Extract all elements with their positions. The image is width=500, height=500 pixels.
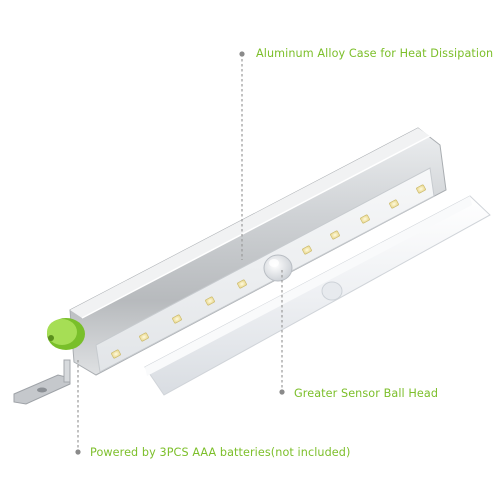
led-chip — [111, 349, 121, 359]
callout-case-label: Aluminum Alloy Case for Heat Dissipation — [256, 47, 494, 60]
led-chip — [330, 230, 340, 240]
led-chip — [416, 184, 426, 194]
callout-power-label: Powered by 3PCS AAA batteries(not includ… — [90, 446, 351, 459]
led-chip — [389, 199, 399, 209]
diffuser-cover — [144, 195, 491, 396]
leader-dot — [239, 51, 245, 57]
led-chip — [237, 279, 247, 289]
leader-dot — [279, 389, 285, 395]
sensor-ball-head — [263, 254, 293, 282]
leader-dot — [75, 449, 81, 455]
callout-sensor-label: Greater Sensor Ball Head — [294, 387, 439, 400]
led-chip — [172, 314, 182, 324]
led-row — [111, 184, 426, 359]
led-chip — [302, 245, 312, 255]
mounting-bracket — [13, 359, 71, 405]
led-chip — [139, 332, 149, 342]
leader-lines — [75, 51, 285, 455]
led-chip — [360, 214, 370, 224]
led-chip — [205, 296, 215, 306]
green-end-cap — [47, 318, 85, 350]
